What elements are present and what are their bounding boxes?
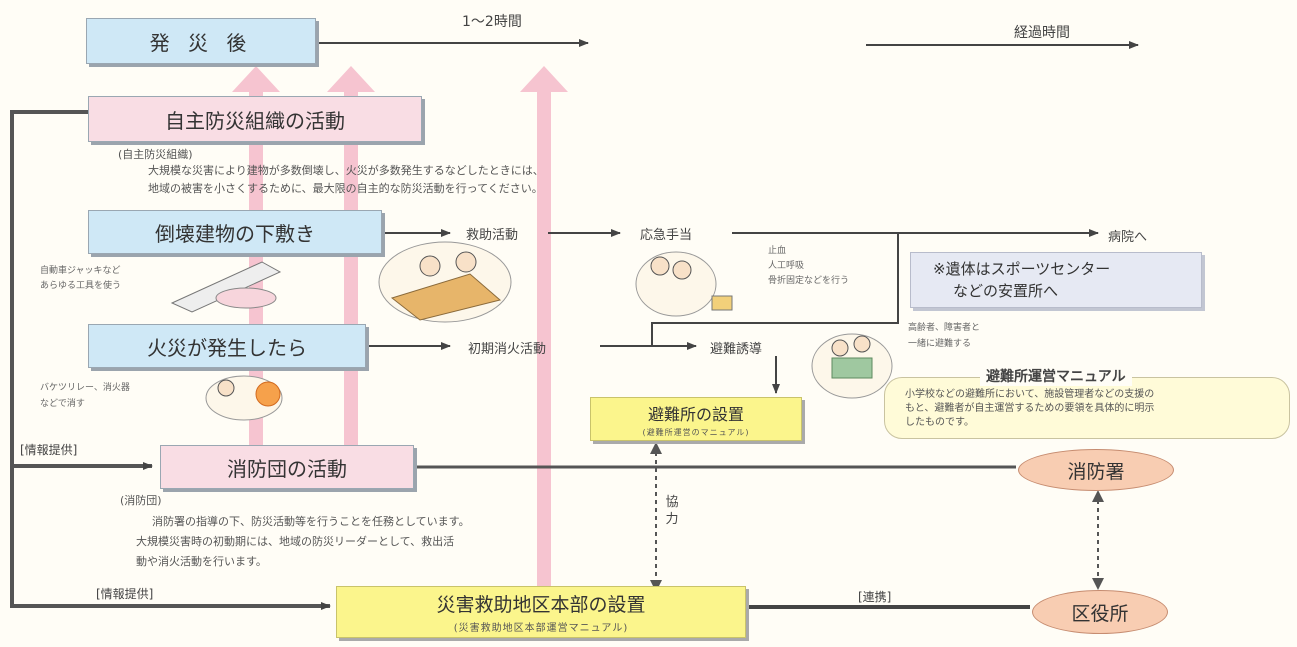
- evacuees-illustration: [811, 333, 893, 399]
- cooperation-label: 協力: [665, 495, 679, 527]
- collapse-note-2: あらゆる工具を使う: [40, 281, 122, 291]
- shoubodan-desc-3: 動や消火活動を行います。: [136, 555, 267, 568]
- first-aid-illustration: [635, 251, 733, 317]
- shoubodan-box: 消防団の活動: [160, 445, 414, 489]
- info-label-1: [情報提供]: [20, 443, 78, 457]
- elapsed-time-label: 経過時間: [1014, 25, 1070, 41]
- remains-box: ※遺体はスポーツセンター などの安置所へ: [910, 252, 1202, 308]
- flow-hospital-branch: [651, 233, 899, 346]
- extinguish-illustration: [205, 375, 283, 421]
- manual-desc-2: もと、避難者が自主運営するための要領を具体的に明示: [905, 403, 1155, 414]
- jishu-desc-1: 大規模な災害により建物が多数倒壊し、火災が多数発生するなどしたときには、: [148, 164, 544, 177]
- fire-note-2: などで消す: [40, 399, 85, 409]
- manual-desc-3: したものです。: [905, 417, 974, 428]
- remains-line-2: などの安置所へ: [953, 282, 1059, 300]
- shoubodan-title: 消防団の活動: [227, 456, 347, 481]
- fire-station-label: 消防署: [1067, 460, 1125, 483]
- shoubodan-desc-1: 消防署の指導の下、防災活動等を行うことを任務としています。: [152, 515, 470, 528]
- interval-label: 1〜2時間: [462, 14, 522, 30]
- hq-title: 災害救助地区本部の設置: [436, 594, 646, 616]
- shelter-sub: (避難所運営のマニュアル): [642, 427, 750, 437]
- manual-title: 避難所運営マニュアル: [980, 366, 1132, 386]
- collapse-box: 倒壊建物の下敷き: [88, 210, 382, 254]
- aid-note-1: 止血: [768, 246, 787, 256]
- ward-office-label: 区役所: [1071, 602, 1129, 625]
- aid-note-3: 骨折固定などを行う: [768, 276, 850, 286]
- rescue-label: 救助活動: [466, 228, 519, 243]
- remains-line-1: ※遺体はスポーツセンター: [933, 260, 1111, 278]
- aid-note-2: 人工呼吸: [768, 261, 805, 271]
- manual-bubble: 小学校などの避難所において、施設管理者などの支援の もと、避難者が自主運営するた…: [884, 377, 1290, 439]
- left-flow-line: [10, 110, 331, 610]
- renkei-label: [連携]: [858, 590, 892, 604]
- disaster-start-box: 発 災 後: [86, 18, 316, 64]
- jishu-desc-2: 地域の被害を小さくするために、最大限の自主的な防災活動を行ってください。: [148, 182, 543, 195]
- evac-note-1: 高齢者、障害者と: [908, 323, 981, 333]
- disaster-start-label: 発 災 後: [149, 30, 253, 55]
- shoubodan-tag: (消防団): [120, 494, 162, 507]
- evac-note-2: 一緒に避難する: [908, 339, 972, 349]
- initial-firefight-label: 初期消火活動: [468, 342, 547, 357]
- collapse-note-1: 自動車ジャッキなど: [40, 266, 121, 276]
- jishu-tag: (自主防災組織): [118, 148, 193, 161]
- collapse-title: 倒壊建物の下敷き: [155, 221, 315, 246]
- rescue-illustration: [378, 241, 512, 323]
- shelter-box: 避難所の設置 (避難所運営のマニュアル): [590, 397, 802, 441]
- hq-box: 災害救助地区本部の設置 (災害救助地区本部運営マニュアル): [336, 586, 746, 638]
- fire-station-oval: 消防署: [1018, 449, 1174, 491]
- info-label-2: [情報提供]: [96, 587, 154, 601]
- fire-title: 火災が発生したら: [147, 335, 307, 360]
- hospital-label: 病院へ: [1108, 230, 1148, 245]
- shoubodan-desc-2: 大規模災害時の初動期には、地域の防災リーダーとして、救出活: [136, 535, 455, 548]
- pink-arrow-3: [520, 66, 568, 586]
- fire-box: 火災が発生したら: [88, 324, 366, 368]
- manual-desc-1: 小学校などの避難所において、施設管理者などの支援の: [905, 389, 1155, 400]
- ward-office-oval: 区役所: [1032, 590, 1168, 634]
- fire-note-1: バケツリレー、消火器: [40, 383, 130, 393]
- shelter-title: 避難所の設置: [647, 404, 744, 424]
- jack-illustration: [170, 261, 282, 313]
- hq-sub: (災害救助地区本部運営マニュアル): [453, 623, 629, 634]
- jishu-box: 自主防災組織の活動: [88, 96, 422, 142]
- jishu-title: 自主防災組織の活動: [165, 108, 345, 133]
- evac-guidance-label: 避難誘導: [710, 342, 763, 357]
- first-aid-label: 応急手当: [640, 228, 693, 243]
